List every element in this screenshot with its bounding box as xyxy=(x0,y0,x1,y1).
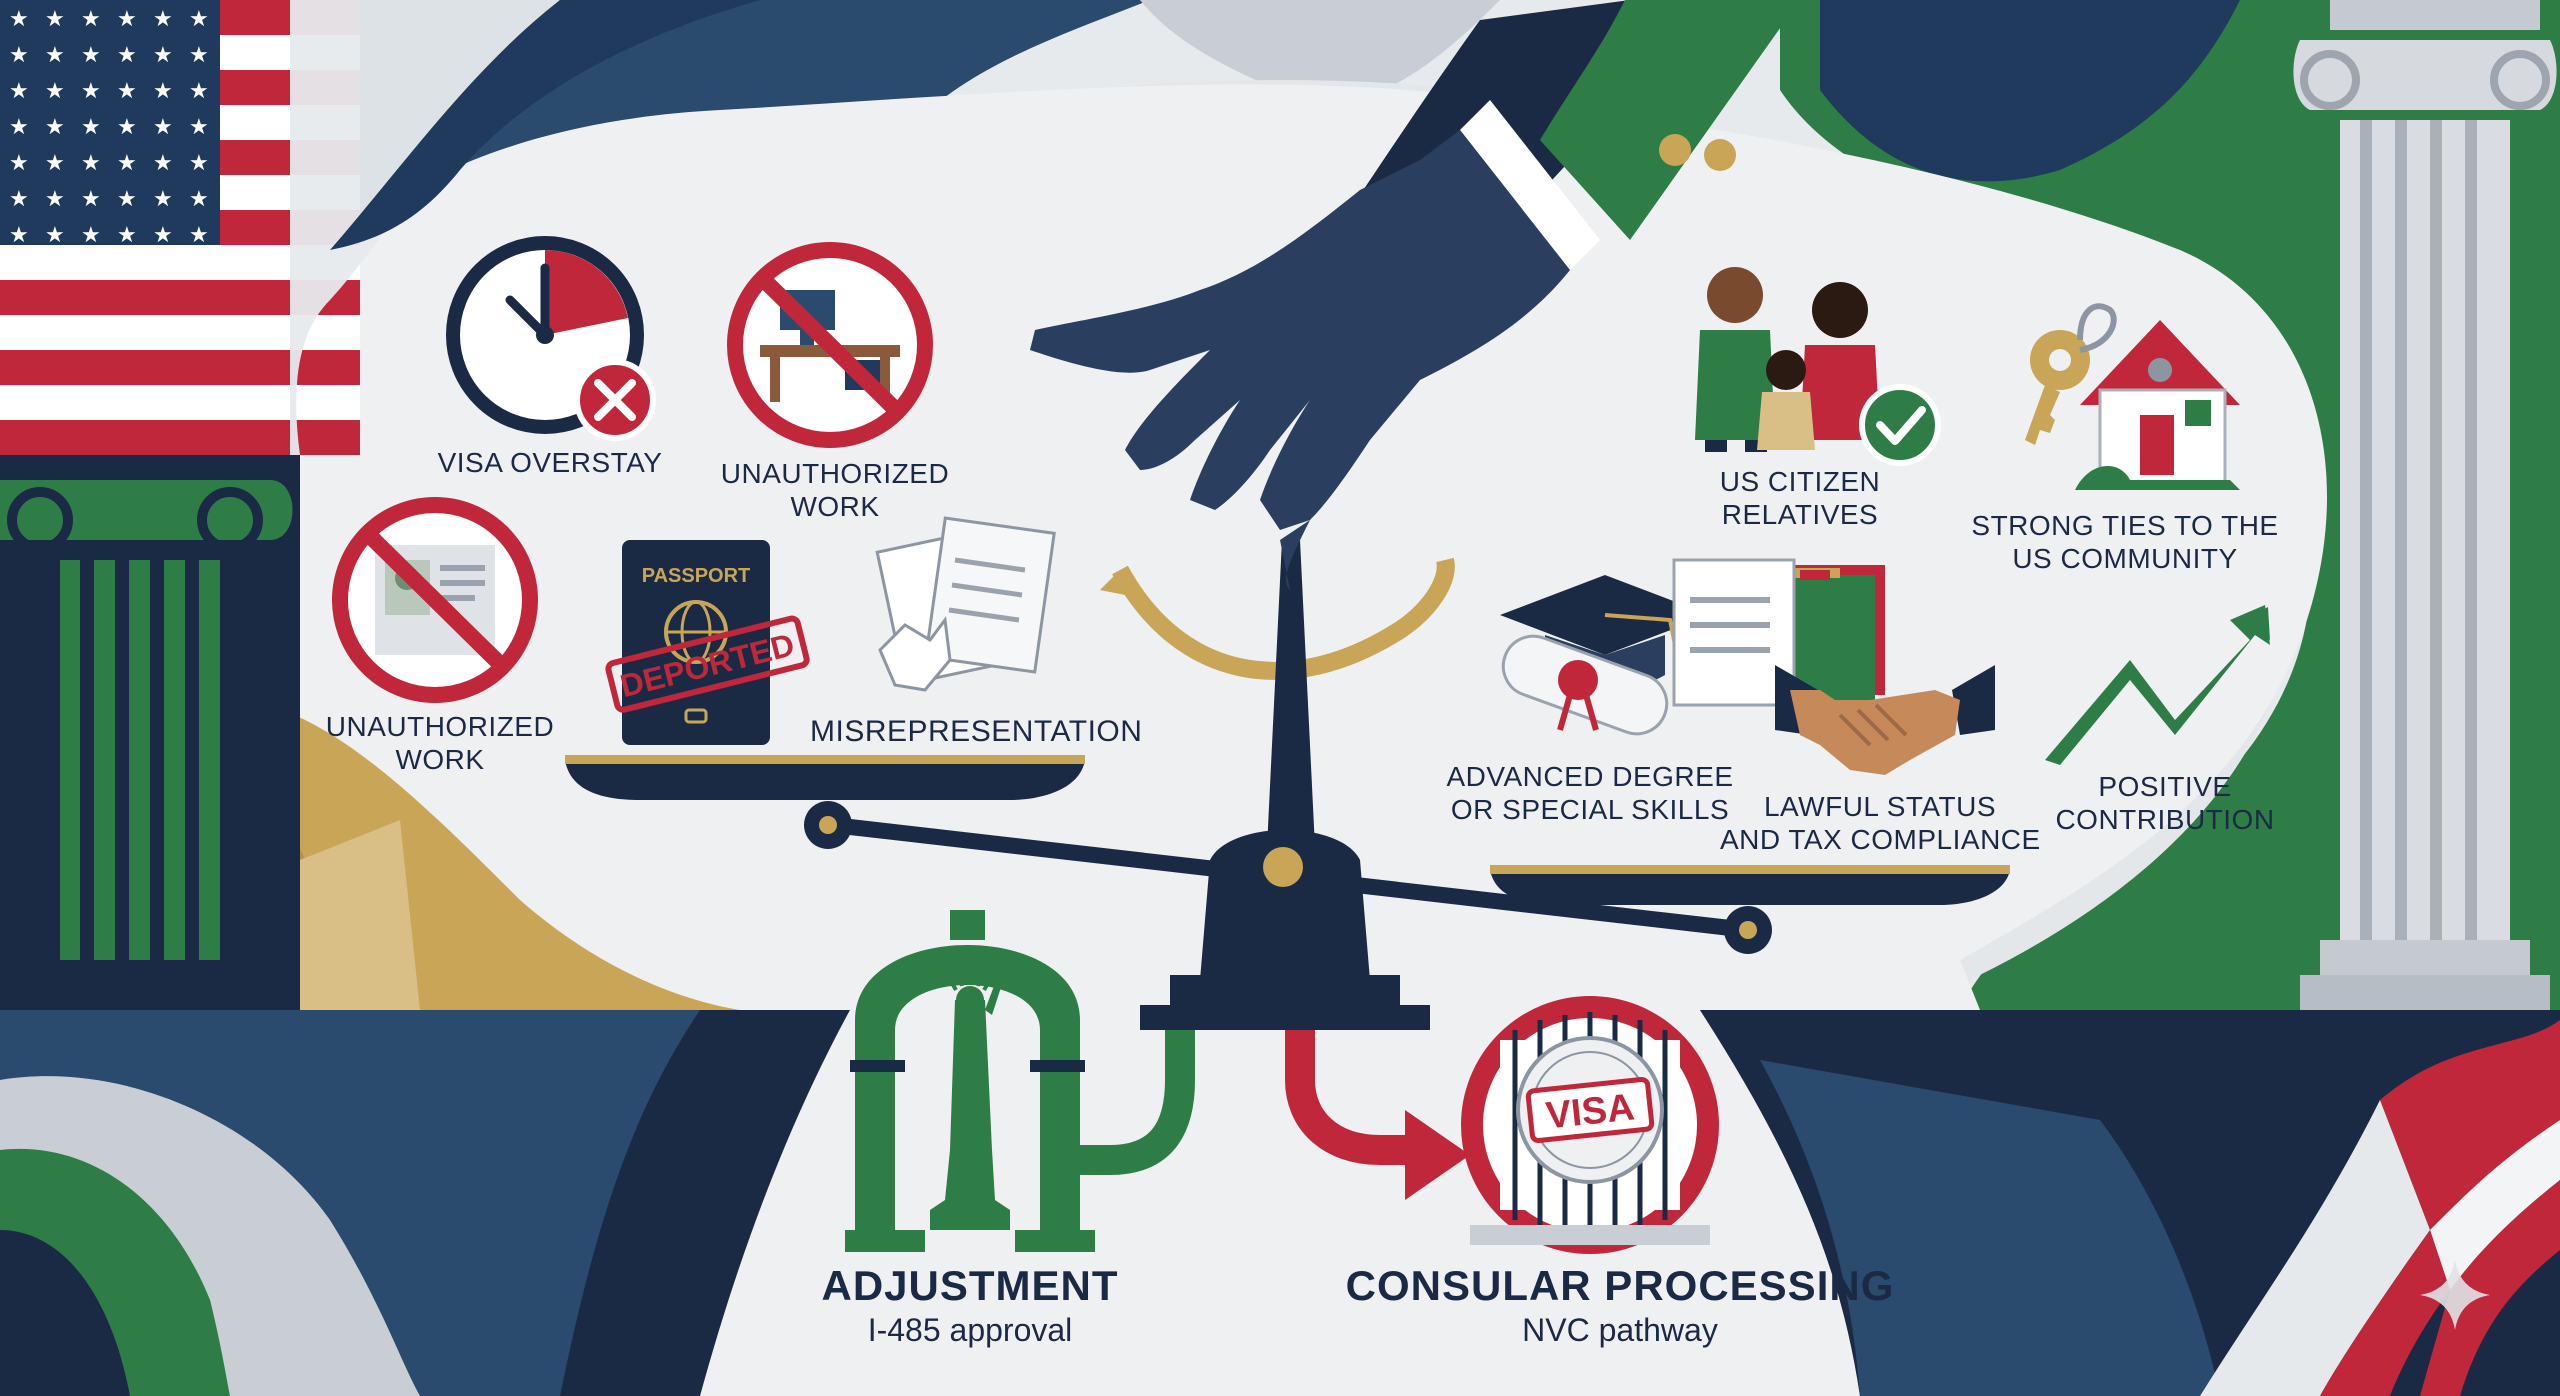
consular-processing-subtitle: NVC pathway xyxy=(1522,1312,1718,1348)
column-icon xyxy=(2293,0,2557,1010)
consular-processing-title: CONSULAR PROCESSING xyxy=(1345,1262,1895,1309)
visa-stamp-text: VISA xyxy=(1544,1086,1637,1137)
statue-of-liberty-icon xyxy=(845,910,1095,1252)
family-icon xyxy=(1695,267,1880,452)
label-misrepresentation: MISREPRESENTATION xyxy=(810,715,1143,748)
column-icon xyxy=(0,455,300,1010)
no-work-icon xyxy=(727,242,933,448)
documents-icon xyxy=(875,516,1056,692)
us-flag-icon xyxy=(0,0,360,455)
label-visa-overstay: VISA OVERSTAY xyxy=(437,447,663,478)
sparkle-icon xyxy=(2420,1260,2490,1330)
passport-title: PASSPORT xyxy=(642,565,751,587)
trend-up-icon xyxy=(2045,605,2270,765)
x-badge-icon xyxy=(574,359,656,441)
passport-icon: PASSPORT DEPORTED xyxy=(605,540,810,745)
visa-stamp-icon: VISA xyxy=(1461,996,1719,1254)
house-icon xyxy=(2075,320,2240,490)
adjustment-subtitle: I-485 approval xyxy=(867,1312,1073,1348)
key-icon xyxy=(2025,303,2117,445)
adjustment-title: ADJUSTMENT xyxy=(821,1262,1119,1309)
checkmark-icon xyxy=(1859,384,1941,466)
no-id-icon xyxy=(332,497,538,703)
hand-icon xyxy=(1030,0,1800,590)
diploma-icon xyxy=(1501,634,1669,736)
balance-scale-icon xyxy=(804,540,1772,1030)
handshake-icon xyxy=(1775,665,1995,775)
